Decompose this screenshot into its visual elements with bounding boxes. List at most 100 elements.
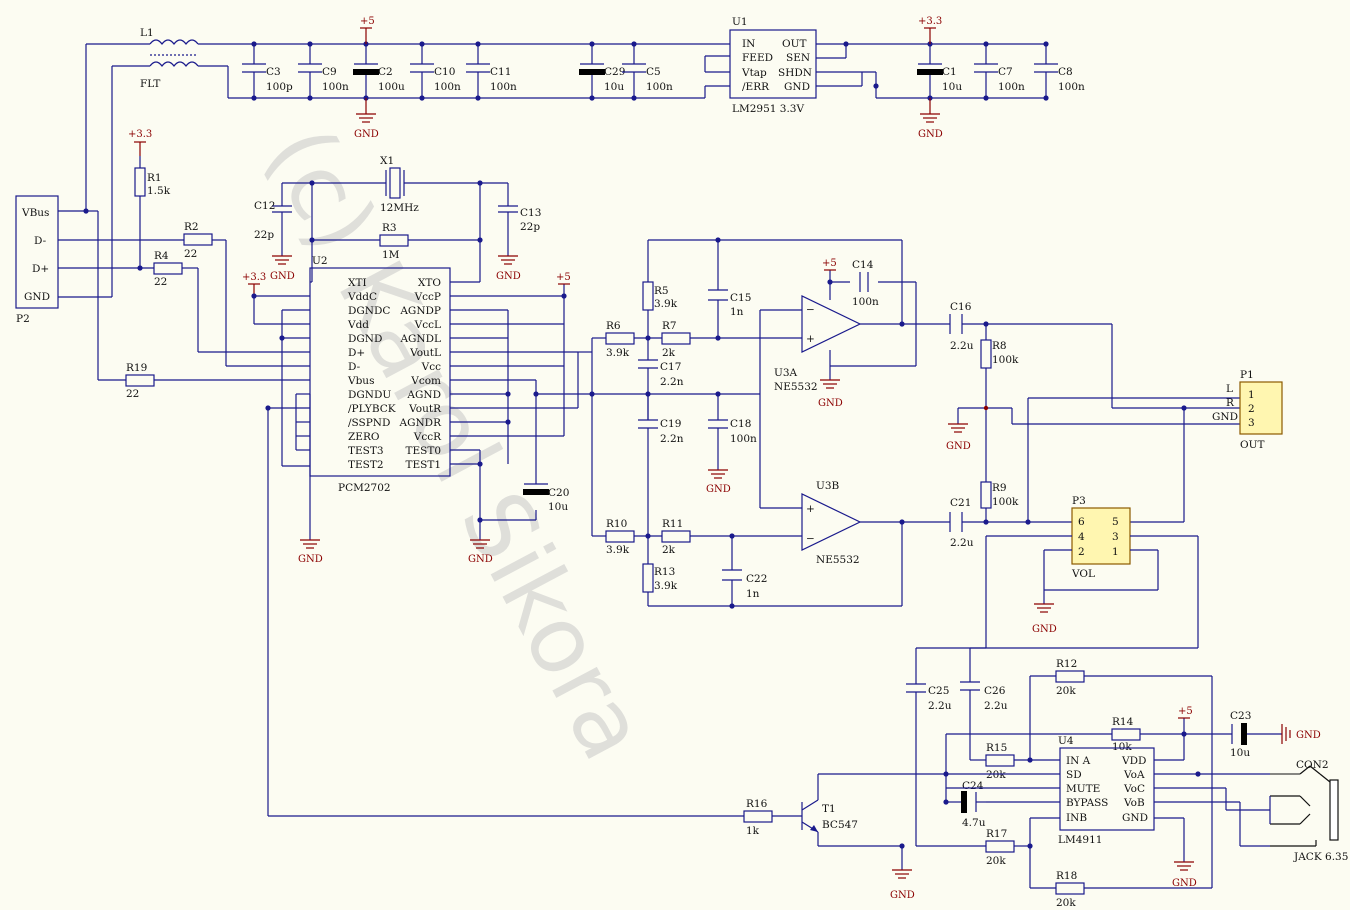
svg-text:4.7u: 4.7u: [962, 817, 986, 829]
svg-text:R: R: [1226, 397, 1235, 409]
svg-text:IN: IN: [742, 38, 755, 50]
vcc5-amp: +5: [1178, 706, 1193, 719]
svg-text:1.5k: 1.5k: [147, 185, 171, 197]
gnd-amp: GND: [1172, 861, 1197, 889]
svg-text:NE5532: NE5532: [816, 554, 860, 566]
dac-pin-right: VoutR: [408, 403, 442, 415]
svg-text:R7: R7: [662, 320, 677, 332]
svg-text:U2: U2: [312, 255, 328, 267]
svg-text:R17: R17: [986, 828, 1007, 840]
svg-text:2k: 2k: [662, 544, 676, 556]
svg-text:C17: C17: [660, 361, 681, 373]
cap-value: 100u: [378, 81, 405, 93]
gnd-dac-left: GND: [298, 539, 323, 565]
gnd-top-left: GND: [354, 98, 379, 140]
capacitor-c19: C19 2.2n: [638, 418, 684, 445]
svg-text:R9: R9: [992, 482, 1007, 494]
svg-text:R18: R18: [1056, 870, 1077, 882]
svg-text:GND: GND: [1172, 878, 1197, 889]
resistor-r7: R7 2k: [661, 320, 691, 359]
svg-text:2: 2: [1248, 403, 1255, 415]
svg-text:−: −: [806, 533, 815, 545]
resistor-r16: R16 1k: [743, 798, 773, 837]
capacitor-c15: C15 1n: [708, 289, 751, 318]
capacitor-c26: C26 2.2u: [960, 681, 1008, 712]
dac-pin-right: Vcc: [421, 361, 441, 373]
svg-text:U3B: U3B: [816, 480, 840, 492]
cap-value: 100p: [266, 81, 293, 93]
resistor-r14: R14 10k: [1111, 716, 1141, 753]
svg-text:R13: R13: [654, 566, 675, 578]
svg-text:−: −: [806, 304, 815, 316]
dac-pin-left: D-: [348, 361, 361, 373]
svg-text:C18: C18: [730, 418, 751, 430]
capacitor-c18: C18 100n: [708, 418, 757, 445]
cap-value: 100n: [998, 81, 1025, 93]
usb-ref: P2: [16, 313, 30, 325]
svg-text:C21: C21: [950, 497, 971, 509]
svg-text:100k: 100k: [992, 496, 1019, 508]
svg-text:R4: R4: [154, 250, 169, 262]
cap-value: 10u: [604, 81, 624, 93]
usb-pin-dminus: D-: [34, 235, 47, 247]
svg-text:R2: R2: [184, 221, 199, 233]
svg-text:22: 22: [154, 276, 167, 288]
svg-text:U3A: U3A: [774, 367, 798, 379]
cap-value: 100n: [322, 81, 349, 93]
svg-text:2k: 2k: [662, 347, 676, 359]
svg-text:CON2: CON2: [1296, 759, 1329, 771]
svg-text:R3: R3: [382, 222, 397, 234]
svg-text:BC547: BC547: [822, 819, 858, 831]
svg-text:PCM2702: PCM2702: [338, 482, 391, 494]
gnd-r8: GND: [946, 423, 971, 452]
capacitor-c24: C24 4.7u: [961, 780, 986, 829]
gnd-top-right: GND: [918, 98, 943, 140]
svg-text:GND: GND: [1122, 812, 1148, 824]
svg-text:+3.3: +3.3: [128, 129, 152, 140]
svg-text:C22: C22: [746, 573, 767, 585]
svg-text:1n: 1n: [730, 306, 744, 318]
svg-text:3.9k: 3.9k: [654, 580, 678, 592]
dac-u2: U2 PCM2702 XTIVddCDGNDCVddDGNDD+D-VbusDG…: [309, 255, 451, 494]
svg-text:4: 4: [1078, 531, 1085, 543]
capacitor-c7: C7 100n: [974, 41, 1025, 101]
cap-ref: C9: [322, 66, 337, 78]
svg-text:X1: X1: [380, 155, 394, 167]
svg-text:OUT: OUT: [782, 38, 806, 50]
svg-text:GND: GND: [818, 398, 843, 409]
svg-text:GND: GND: [706, 484, 731, 495]
cap-ref: C7: [998, 66, 1013, 78]
cap-value: 10u: [942, 81, 962, 93]
svg-text:22p: 22p: [254, 229, 274, 241]
svg-text:3.9k: 3.9k: [606, 544, 630, 556]
usb-connector: VBus D- D+ GND P2: [15, 195, 59, 325]
svg-text:20k: 20k: [1056, 685, 1076, 697]
resistor-r11: R11 2k: [661, 518, 691, 556]
gnd-transistor: GND: [890, 869, 915, 901]
svg-text:SD: SD: [1066, 769, 1082, 781]
usb-pin-vbus: VBus: [21, 207, 49, 219]
gnd-c13: GND: [496, 255, 521, 282]
capacitor-c16: C16 2.2u: [949, 301, 974, 352]
resistor-r18: R18 20k: [1055, 870, 1085, 909]
cap-ref: C2: [378, 66, 393, 78]
svg-text:2.2u: 2.2u: [928, 700, 952, 712]
resistor-r1: R1 1.5k: [134, 156, 171, 268]
svg-text:1M: 1M: [382, 249, 400, 261]
svg-text:C16: C16: [950, 301, 972, 313]
resistor-r3: R3 1M: [379, 222, 409, 261]
resistor-r19: R19 22: [125, 362, 155, 400]
svg-text:R19: R19: [126, 362, 147, 374]
capacitor-c20: C20 10u: [523, 483, 569, 513]
vcc33-dac: +3.3: [242, 272, 266, 296]
resistor-r9: R9 100k: [980, 481, 1019, 509]
capacitor-c14: C14 100n: [852, 259, 879, 308]
svg-text:C25: C25: [928, 685, 949, 697]
cap-ref: C10: [434, 66, 455, 78]
dac-pin-right: Vcom: [410, 375, 441, 387]
